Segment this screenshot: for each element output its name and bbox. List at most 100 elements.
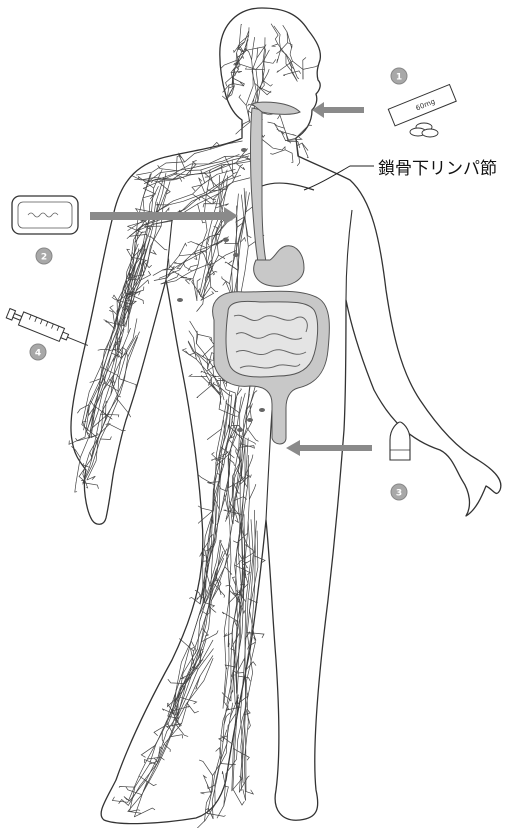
lymph-vessel-branch bbox=[130, 810, 140, 812]
lymph-vessel-branch bbox=[222, 771, 225, 785]
lymph-vessel-branch bbox=[189, 374, 207, 376]
lymph-vessel-branch bbox=[232, 160, 234, 177]
lymph-vessel-branch bbox=[197, 385, 212, 398]
lymph-vessel-branch bbox=[216, 204, 229, 208]
patch-group: 2 bbox=[12, 196, 78, 264]
lymph-vessel-branch bbox=[239, 24, 241, 43]
lymph-node-callout-line bbox=[304, 166, 374, 190]
lymph-vessel-branch bbox=[246, 790, 253, 794]
marker-2-label: 2 bbox=[41, 253, 47, 263]
lymph-vessel-branch bbox=[263, 60, 276, 64]
lymph-vessel-branch bbox=[283, 73, 293, 76]
lymph-node bbox=[259, 408, 265, 412]
lymph-vessel-branch bbox=[272, 44, 278, 46]
small-intestine bbox=[226, 301, 318, 377]
lymph-vessel-branch bbox=[239, 95, 246, 105]
arrow-oral bbox=[312, 102, 364, 118]
injection-group: 4 bbox=[5, 307, 90, 360]
lymph-vessel-branch bbox=[183, 263, 192, 271]
lymph-vessel-branch bbox=[211, 287, 218, 292]
lymph-node bbox=[247, 418, 253, 422]
digestive-tract bbox=[213, 102, 330, 444]
lymph-vessel-branch bbox=[79, 477, 84, 481]
lymph-vessel-branch bbox=[242, 121, 249, 128]
suppository-group: 3 bbox=[390, 422, 410, 500]
lymph-vessel-branch bbox=[254, 556, 265, 563]
lymph-vessel-branch bbox=[220, 541, 227, 556]
lymph-vessel-branch bbox=[233, 577, 236, 585]
lymph-node bbox=[223, 238, 229, 242]
oral-drug-group: 60mg 1 bbox=[388, 68, 456, 137]
lymph-vessel-branch bbox=[188, 242, 199, 245]
lymph-vessel-branch bbox=[302, 143, 308, 157]
suppository-icon bbox=[390, 422, 410, 460]
lymph-vessel-branch bbox=[201, 170, 205, 183]
lymph-vessel-branch bbox=[194, 820, 205, 828]
lymph-vessel-branch bbox=[197, 304, 203, 312]
lymph-vessel-branch bbox=[187, 704, 198, 713]
syringe-icon bbox=[5, 307, 90, 352]
lymph-node bbox=[237, 428, 243, 432]
lymph-vessel-branch bbox=[224, 633, 232, 637]
lymph-vessel-branch bbox=[222, 277, 230, 284]
lymph-vessel-branch bbox=[233, 789, 244, 805]
lymph-vessel bbox=[137, 141, 243, 175]
marker-4-label: 4 bbox=[35, 349, 41, 359]
right-arm-inner-line bbox=[346, 210, 352, 300]
lymph-vessel bbox=[153, 234, 220, 275]
lymph-vessel-branch bbox=[271, 150, 286, 154]
lymph-vessel bbox=[87, 239, 150, 431]
lymph-vessel-branch bbox=[211, 456, 223, 460]
lymph-vessel-branch bbox=[150, 250, 156, 254]
lymph-vessel-branch bbox=[143, 195, 153, 199]
lymph-vessel-branch bbox=[75, 483, 77, 492]
lymph-node bbox=[241, 148, 247, 152]
lymph-vessel-branch bbox=[207, 813, 225, 816]
lymph-vessel-branch bbox=[174, 262, 181, 264]
lymph-vessel-branch bbox=[202, 345, 214, 357]
subclavian-lymph-node-label: 鎖骨下リンパ節 bbox=[378, 159, 497, 179]
leg-inner-line bbox=[266, 410, 272, 520]
lymph-vessel-branch bbox=[168, 679, 186, 683]
lymph-vessel-branch bbox=[236, 164, 245, 170]
lymph-node bbox=[177, 298, 183, 302]
lymph-vessel-branch bbox=[221, 165, 222, 173]
lymph-vessel-branch bbox=[198, 474, 215, 485]
lymph-vessel bbox=[130, 640, 213, 801]
marker-1-label: 1 bbox=[396, 73, 402, 83]
lymph-vessel-branch bbox=[199, 760, 212, 775]
lymph-vessel bbox=[130, 652, 204, 812]
lymph-vessel-branch bbox=[182, 349, 196, 360]
lymph-vessel bbox=[283, 25, 303, 79]
lymph-vessel-branch bbox=[179, 243, 187, 256]
lymph-vessel-branch bbox=[233, 53, 236, 65]
lymph-vessel-branch bbox=[101, 414, 119, 417]
lymph-vessel-branch bbox=[83, 483, 99, 489]
marker-3-label: 3 bbox=[396, 489, 402, 499]
lymph-vessel-branch bbox=[292, 153, 293, 162]
lymph-vessel-branch bbox=[119, 787, 135, 788]
arrow-suppository bbox=[286, 440, 372, 456]
lymph-vessel-branch bbox=[239, 776, 249, 792]
lymph-vessel-branch bbox=[124, 797, 130, 801]
lymph-vessel-branch bbox=[98, 349, 110, 350]
tablets-icon bbox=[410, 123, 438, 137]
lymph-vessel-branch bbox=[248, 599, 257, 603]
lymph-vessel-branch bbox=[216, 748, 221, 761]
lymph-vessel-branch bbox=[151, 236, 168, 250]
lymph-vessel-branch bbox=[136, 280, 149, 291]
lymph-node bbox=[233, 253, 239, 257]
lymph-vessel-branch bbox=[213, 220, 224, 240]
lymph-vessel-branch bbox=[156, 204, 169, 205]
lymph-vessel bbox=[271, 24, 296, 80]
lymph-vessel-branch bbox=[198, 334, 212, 340]
lymph-vessel bbox=[128, 649, 213, 806]
lymph-vessel-branch bbox=[303, 66, 318, 70]
lymph-vessel-branch bbox=[287, 32, 292, 48]
drug-sachet-icon: 60mg bbox=[388, 84, 456, 125]
lymph-vessel-branch bbox=[249, 484, 255, 499]
lymph-vessel-branch bbox=[277, 61, 293, 72]
lymph-vessel bbox=[172, 540, 220, 712]
